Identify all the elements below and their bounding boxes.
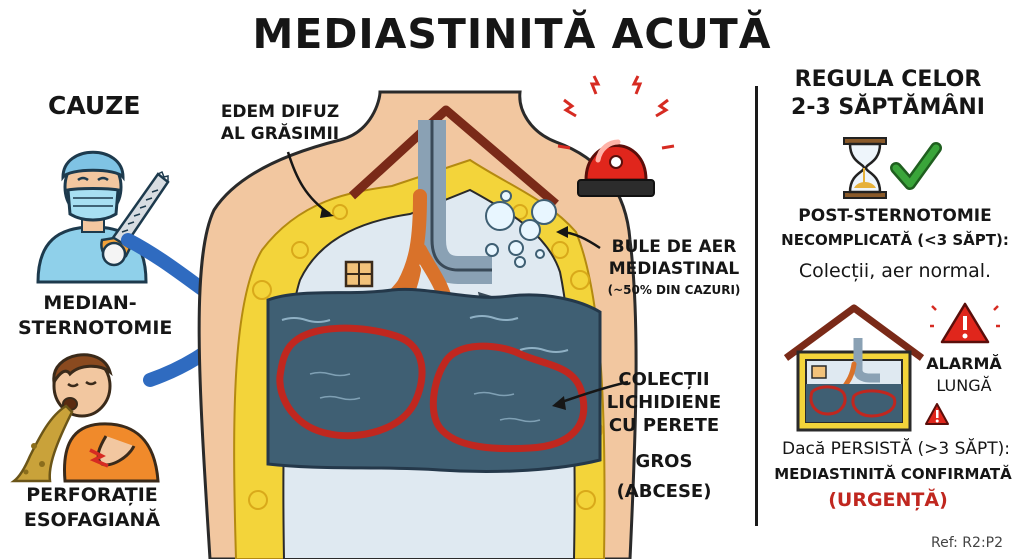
section-divider [755,86,758,526]
label-air-bubbles-line3: (~50% DIN CAZURI) [607,283,741,297]
label-collections-line5: (ABCESE) [616,481,712,502]
surgeon-icon [36,150,170,284]
rule-normal-line2: NECOMPLICATĂ (<3 SĂPT): [781,231,1009,249]
siren-icon [557,75,675,197]
urgent-label: (URGENȚĂ) [828,489,948,511]
label-collections-line4: GROS [635,451,693,472]
checkmark-icon [890,142,942,190]
abscess-left [276,324,426,440]
label-air-bubbles-line1: BULE DE AER [611,237,737,257]
vomiting-person-icon [10,353,160,483]
rule-heading-line1: REGULA CELOR [794,67,982,92]
causes-heading: CAUZE [48,91,141,120]
pointer-collections [555,380,629,406]
cause-perforation-line1: PERFORAȚIE [26,484,158,506]
label-collections-line1: COLECȚII [618,369,710,390]
cause-perforation-line2: ESOFAGIANĂ [23,509,161,531]
label-fat-edema-line2: AL GRĂSIMII [220,124,340,144]
rule-persist-line1: Dacă PERSISTĂ (>3 SĂPT): [781,439,1010,459]
rule-normal-line1: POST-STERNOTOMIE [798,206,992,226]
alarm-line1: ALARMĂ [926,354,1002,373]
reference-label: Ref: R2:P2 [931,535,1004,551]
rule-heading-line2: 2-3 SĂPTĂMÂNI [791,95,985,120]
hourglass-icon [843,137,887,199]
label-air-bubbles-line2: MEDIASTINAL [608,259,740,279]
page-title: MEDIASTINITĂ ACUTĂ [252,10,772,58]
label-collections-line2: LICHIDIENE [606,392,722,413]
rule-normal-line3: Colecții, aer normal. [798,260,992,282]
house-icon [783,304,925,432]
cause-sternotomy-line1: MEDIAN- [43,292,137,314]
house-roof [348,105,559,208]
warning-small-icon [925,403,949,425]
warning-icon [930,302,1000,344]
label-fat-edema-line1: EDEM DIFUZ [220,102,340,122]
air-bubbles [485,190,557,268]
window-icon [344,260,374,288]
label-collections-line3: CU PERETE [608,415,720,436]
alarm-line2: LUNGĂ [936,376,992,395]
abscess-right [429,342,588,453]
rule-persist-line2: MEDIASTINITĂ CONFIRMATĂ [774,465,1012,483]
cause-sternotomy-line2: STERNOTOMIE [18,317,173,339]
